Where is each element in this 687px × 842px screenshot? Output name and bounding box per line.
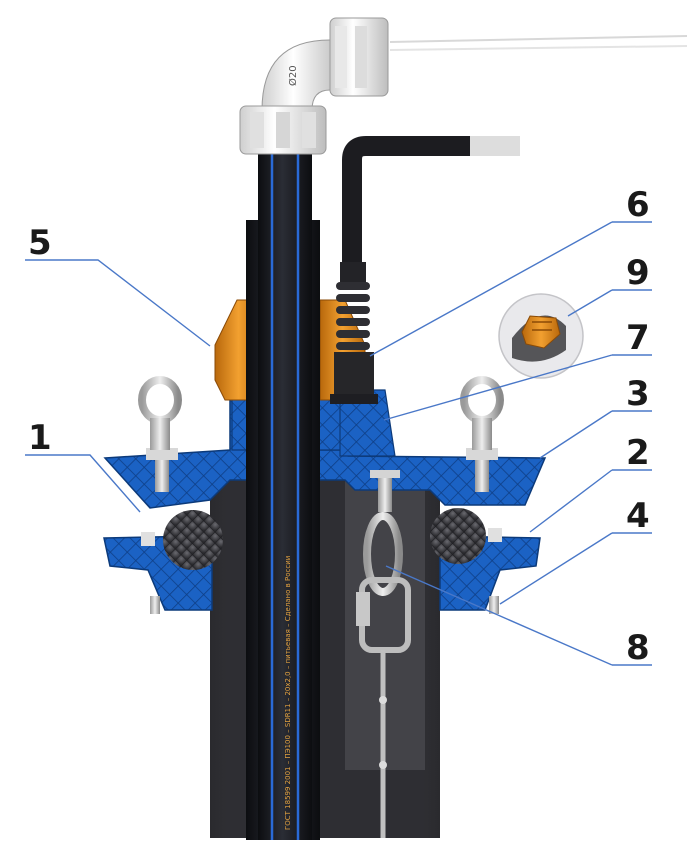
water-pipe: ГОСТ 18599 2001 – ПЭ100 – SDR11 – 20x2,0… [246, 140, 320, 840]
detail-inset-plug [498, 293, 584, 379]
callout-7: 7 [626, 318, 650, 358]
callout-2: 2 [626, 433, 650, 473]
background-lines [389, 35, 687, 51]
elbow-mark: Ø20 [287, 65, 299, 86]
eye-bolt-left [138, 376, 182, 450]
leader-lines [25, 221, 652, 666]
callout-labels: 5 1 6 9 7 3 2 4 8 [28, 185, 650, 668]
bolts [141, 448, 502, 614]
callout-1: 1 [28, 418, 52, 458]
callout-6: 6 [626, 185, 650, 225]
callout-4: 4 [626, 496, 650, 536]
cable-gland [330, 262, 378, 404]
steel-cable-hanger [356, 470, 411, 838]
seal-ring-right [430, 508, 486, 564]
pipe-stripe-text: ГОСТ 18599 2001 – ПЭ100 – SDR11 – 20x2,0… [284, 556, 292, 830]
callout-3: 3 [626, 374, 650, 414]
callout-5: 5 [28, 223, 52, 263]
callout-8: 8 [626, 628, 650, 668]
eye-bolt-right [460, 376, 504, 450]
elbow-fitting: Ø20 [239, 17, 389, 155]
power-cable [342, 136, 470, 270]
callout-9: 9 [626, 253, 650, 293]
seal-ring-left [163, 510, 223, 570]
